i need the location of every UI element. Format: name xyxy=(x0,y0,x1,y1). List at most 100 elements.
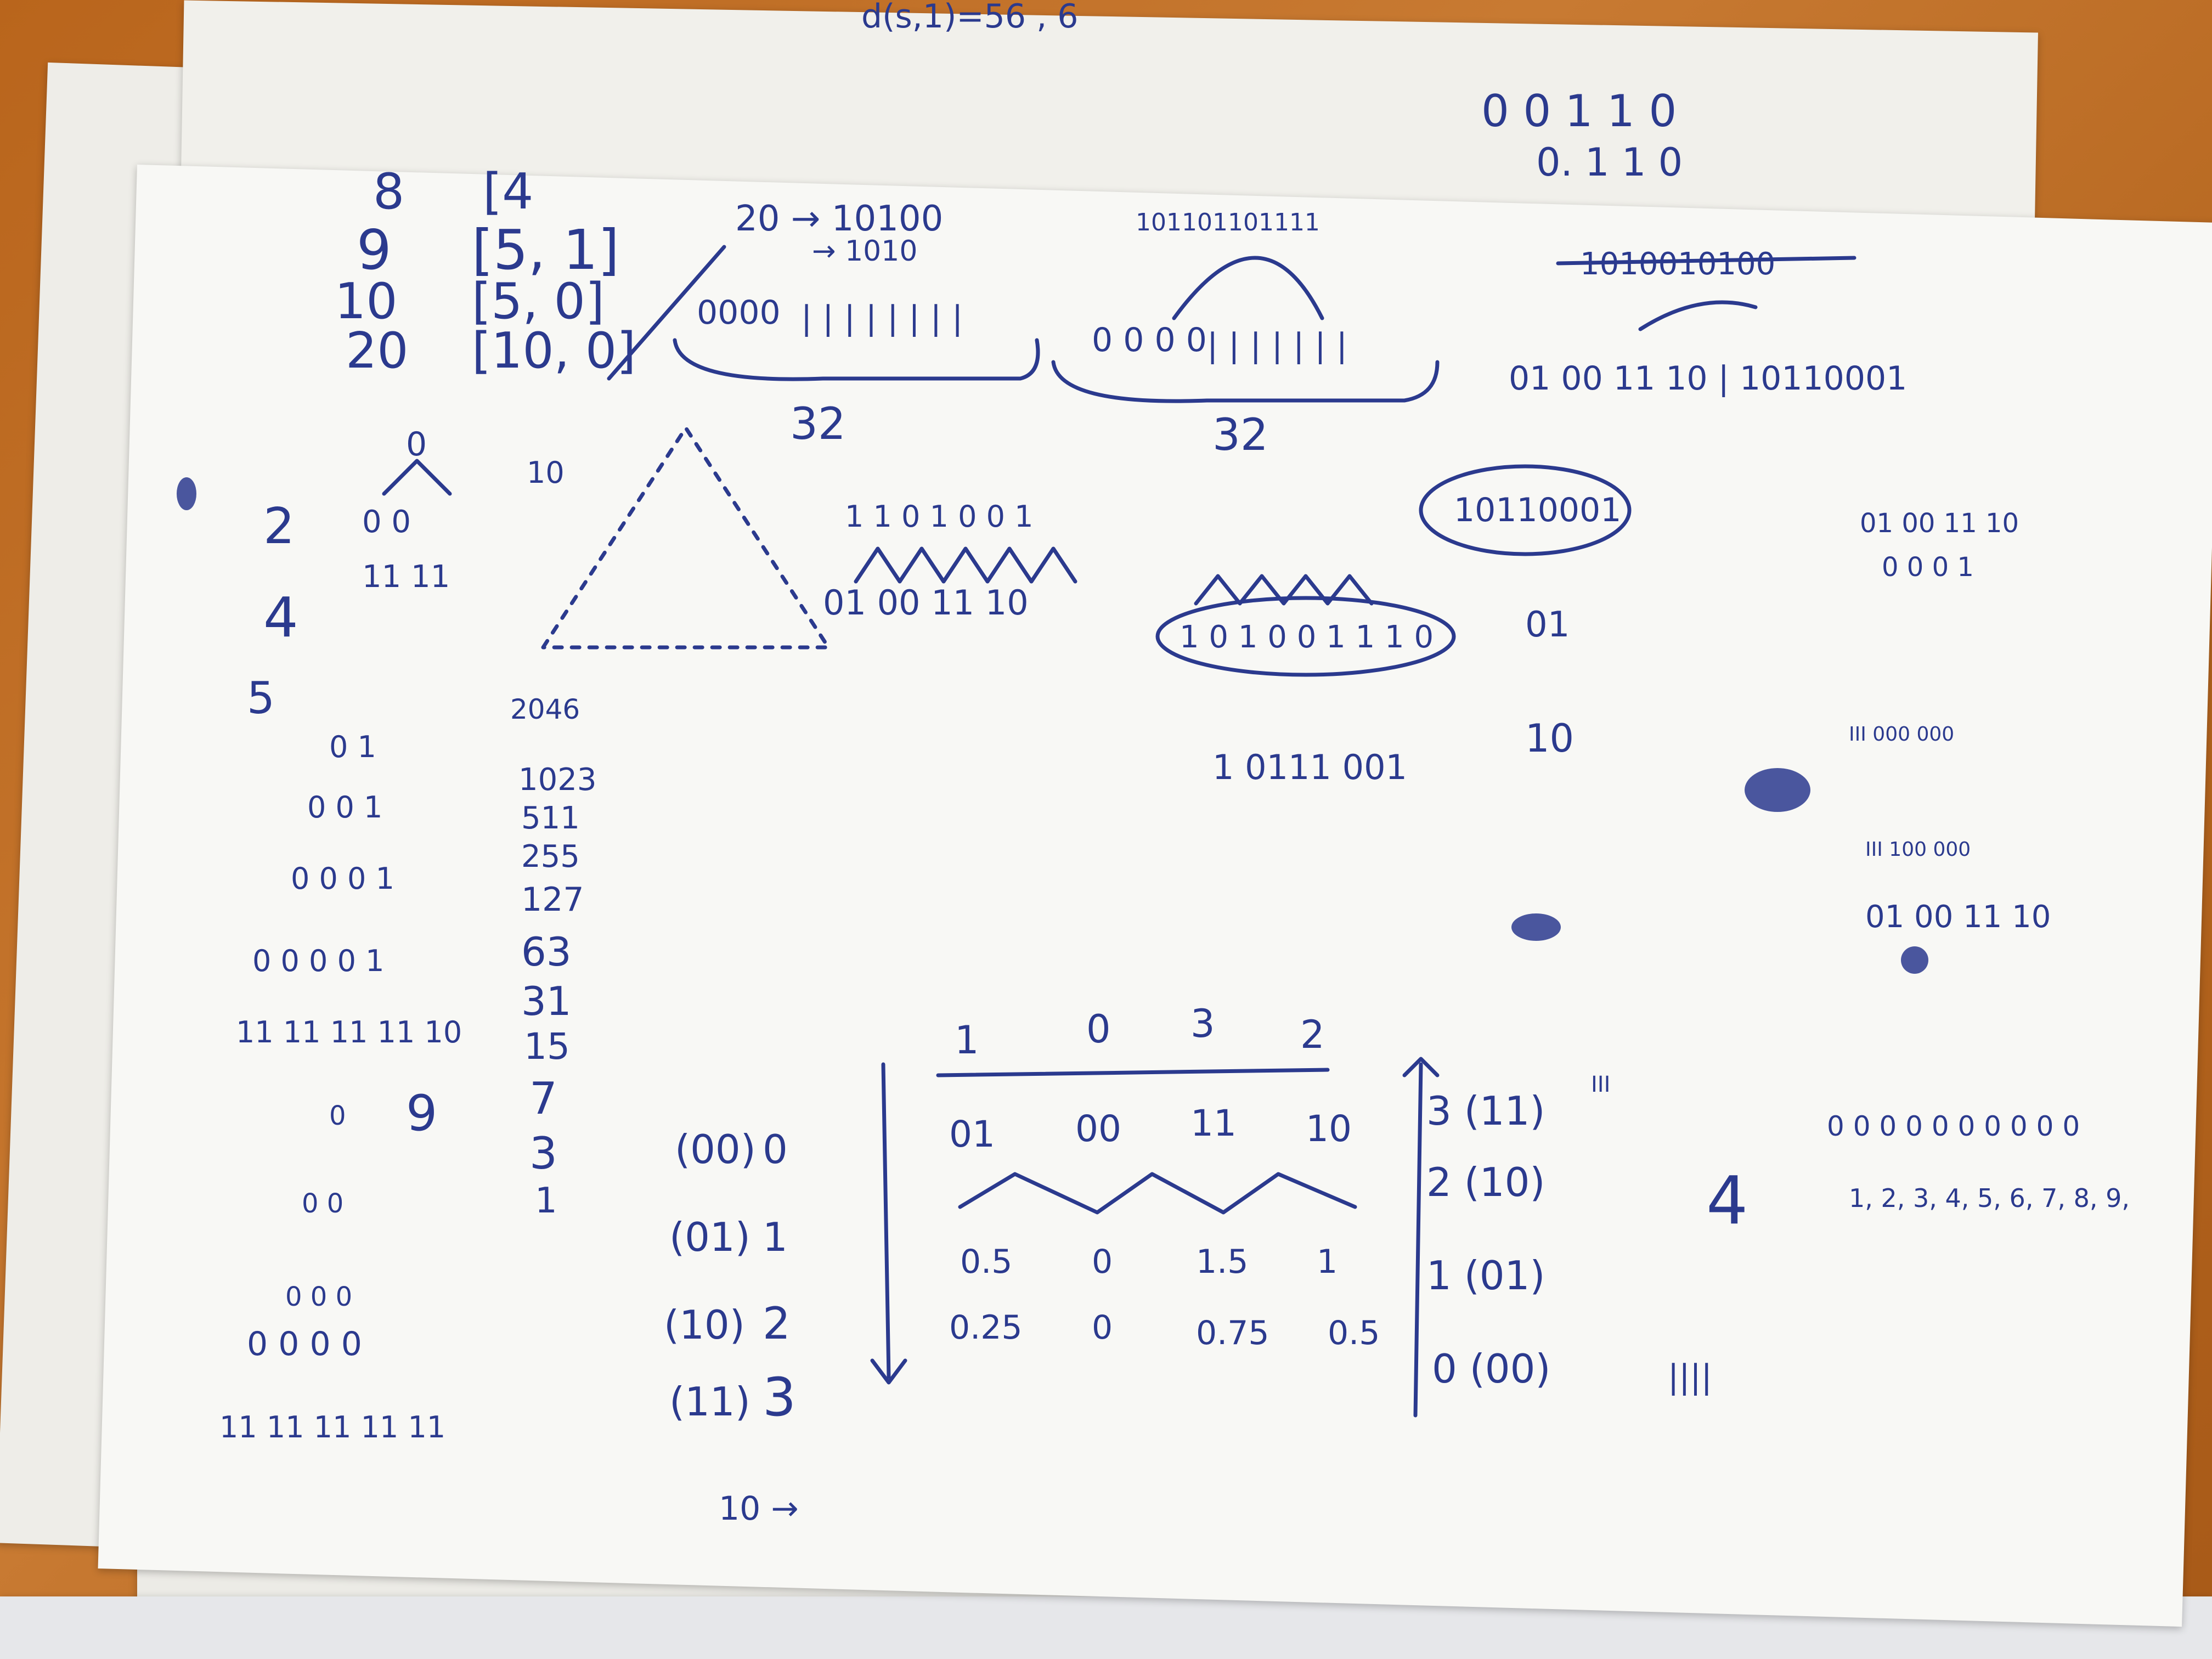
bits-top: 101101101111 xyxy=(1136,208,1320,236)
big-tree: 0 1 0 0 1 0 0 0 1 0 0 0 0 1 11 11 11 11 … xyxy=(236,730,462,1049)
map-left-3: 20 xyxy=(346,322,409,380)
scribble-1 xyxy=(1745,768,1810,812)
tick-triangle xyxy=(541,426,831,650)
top-digit-0: 1 xyxy=(955,1018,979,1063)
code-0: (00) xyxy=(675,1126,756,1172)
quarter-1: 0 xyxy=(1092,1308,1113,1347)
scribble-4 xyxy=(177,477,196,510)
brace-left xyxy=(673,338,1040,381)
top-digit-3: 2 xyxy=(1300,1012,1325,1057)
arrow-back xyxy=(1638,300,1758,331)
code-rev: 3 (11) 2 (10) 1 (01) 0 (00) xyxy=(1426,1088,1551,1392)
map-right-2: [5, 0] xyxy=(472,273,605,330)
power-5: 63 xyxy=(521,929,572,975)
bot-r5: 11 11 11 11 11 xyxy=(219,1410,445,1444)
bits-split: 01 00 11 10 | 10110001 xyxy=(1509,359,1907,398)
code-1-val: 1 xyxy=(763,1214,788,1260)
zigzag-3 xyxy=(958,1172,1357,1215)
power-2: 511 xyxy=(521,800,580,836)
zigzag-1 xyxy=(854,546,1077,584)
label-32b: 32 xyxy=(1212,409,1268,460)
top-map: 8 [4 9 [5, 1] 10 [5, 0] 20 [10, 0] xyxy=(335,163,636,380)
bt-r4: 0 0 0 0 1 xyxy=(252,944,384,978)
seq-mid: 0 0 0 0 xyxy=(1092,321,1207,359)
code-rev-2: 1 (01) xyxy=(1426,1252,1545,1299)
bits-mid: 1 0111 001 xyxy=(1212,747,1407,787)
code-1: (01) xyxy=(669,1214,751,1260)
power-0: 2046 xyxy=(510,693,580,725)
tally: |||| xyxy=(1668,1358,1712,1396)
zigzag-2 xyxy=(1194,574,1374,606)
half-2: 1.5 xyxy=(1196,1243,1248,1281)
level-5: 5 xyxy=(247,673,275,724)
code-rev-1: 2 (10) xyxy=(1426,1159,1545,1205)
pairs-row: 01 00 11 10 xyxy=(823,583,1029,623)
bt-r2: 0 0 1 xyxy=(307,790,382,825)
power-7: 15 xyxy=(524,1025,570,1068)
bottom-tree: 0 0 0 0 0 0 0 0 0 0 11 11 11 11 11 xyxy=(219,1101,445,1444)
grid-table: 1 0 3 2 01 00 11 10 0.5 0 1.5 1 0.25 0 0… xyxy=(936,1001,1380,1352)
arrow-line xyxy=(607,245,726,381)
oval2-bits: 1 0 1 0 0 1 1 1 0 xyxy=(1180,619,1434,655)
bt-r3: 0 0 0 1 xyxy=(291,861,394,896)
top-digit-2: 3 xyxy=(1190,1001,1215,1046)
bt-r5: 11 11 11 11 10 xyxy=(236,1015,462,1049)
map-right-0: [4 xyxy=(483,163,533,221)
grid-line xyxy=(936,1068,1330,1077)
nine: 9 xyxy=(406,1085,437,1142)
zeros-row: 0 0 0 0 0 0 0 0 0 0 xyxy=(1827,1110,2080,1142)
oval-1 xyxy=(1419,464,1632,556)
back-sheet-digits: 0 0 1 1 0 xyxy=(1481,86,1677,137)
top-digit-1: 0 xyxy=(1086,1007,1111,1052)
seq-left: 0000 xyxy=(697,294,781,332)
tree-root: 0 xyxy=(406,425,427,464)
ten-label: 10 xyxy=(527,455,565,490)
row-bits: 1 1 0 1 0 0 1 xyxy=(845,499,1034,534)
back-sheet-digits-2: 0. 1 1 0 xyxy=(1536,140,1683,185)
bot-r2: 0 0 xyxy=(302,1188,343,1219)
quarter-3: 0.5 xyxy=(1328,1314,1380,1352)
map-right-1: [5, 1] xyxy=(472,218,619,282)
level-2: 2 xyxy=(263,498,295,555)
small-trees: III 000 000 xyxy=(1849,723,1954,746)
code-3-val: 3 xyxy=(763,1367,796,1428)
ticks-mid: | | | | | | | xyxy=(1207,326,1347,365)
four: 4 xyxy=(1706,1163,1748,1239)
tree-level-2: 11 11 xyxy=(362,559,450,595)
map-left-1: 9 xyxy=(357,218,392,282)
ticks-left: | | | | | | | | xyxy=(801,299,963,337)
top-small-note: d(s,1)=56 , 6 xyxy=(861,0,1078,36)
power-6: 31 xyxy=(521,978,572,1024)
power-10: 1 xyxy=(535,1181,557,1221)
code-3: (11) xyxy=(669,1379,751,1425)
map-left-0: 8 xyxy=(373,163,404,221)
power-8: 7 xyxy=(529,1073,557,1124)
pair-row-0: 01 xyxy=(949,1113,995,1155)
code-rev-3: 0 (00) xyxy=(1432,1346,1551,1392)
codes-list: (00) 0 (01) 1 (10) 2 (11) 3 xyxy=(664,1126,796,1428)
code-rev-0: 3 (11) xyxy=(1426,1088,1545,1134)
oval-bits: 10110001 xyxy=(1454,491,1621,529)
brace-mid xyxy=(1051,360,1440,403)
counting: 1, 2, 3, 4, 5, 6, 7, 8, 9, xyxy=(1849,1183,2130,1213)
pairs-lower: 01 00 11 10 xyxy=(1865,899,2051,935)
power-4: 127 xyxy=(521,881,584,919)
bot-r3: 0 0 0 xyxy=(285,1282,352,1312)
quarter-2: 0.75 xyxy=(1196,1314,1269,1352)
label-32a: 32 xyxy=(790,398,846,449)
small-trees-2: III 100 000 xyxy=(1865,838,1971,861)
power-9: 3 xyxy=(529,1128,557,1179)
one-zero: 10 xyxy=(1525,716,1574,761)
pair-row-1: 00 xyxy=(1075,1108,1121,1150)
up-arrow xyxy=(1402,1057,1440,1418)
swap-arc xyxy=(1172,256,1324,320)
tree-level-1: 0 0 xyxy=(362,504,411,540)
code-2: (10) xyxy=(664,1302,745,1348)
pair-row-3: 10 xyxy=(1306,1108,1352,1150)
level-4: 4 xyxy=(263,585,298,650)
oval-2 xyxy=(1155,596,1456,677)
half-0: 0.5 xyxy=(960,1243,1012,1281)
map-left-2: 10 xyxy=(335,273,398,330)
power-3: 255 xyxy=(521,839,580,874)
bottom-ten: 10 → xyxy=(719,1489,799,1528)
